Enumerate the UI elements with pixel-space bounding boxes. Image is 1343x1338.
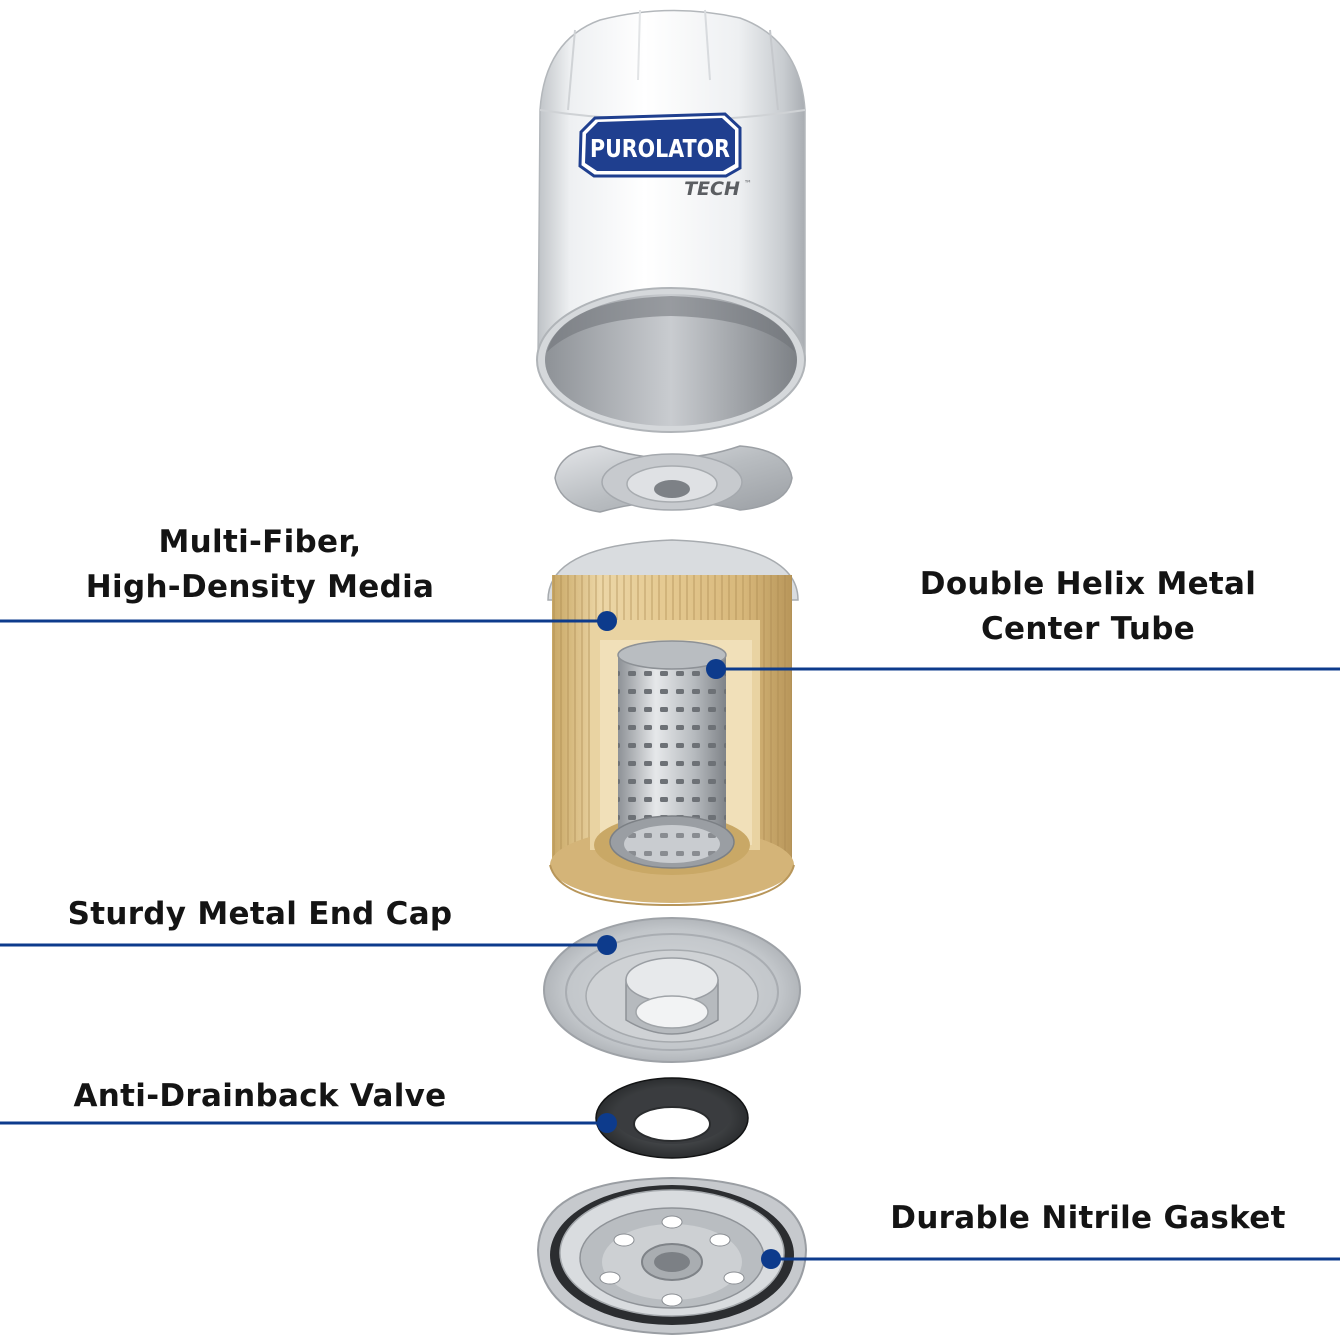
callout-valve — [0, 1113, 617, 1133]
brand-sub: TECH — [684, 178, 740, 200]
label-media-line1: Multi-Fiber, — [158, 524, 362, 560]
label-tube-line1: Double Helix Metal — [919, 566, 1257, 602]
callout-dot-valve — [597, 1113, 617, 1133]
label-tube-line2: Center Tube — [980, 611, 1196, 647]
callout-dot-media — [597, 611, 617, 631]
brand-name: PUROLATOR — [590, 134, 730, 163]
callout-gasket — [761, 1249, 1340, 1269]
label-multi-fiber-media: Multi-Fiber, High-Density Media — [60, 520, 460, 610]
label-metal-end-cap: Sturdy Metal End Cap — [67, 896, 453, 932]
base-plate-gasket — [536, 1176, 808, 1336]
brand-trademark: ™ — [744, 179, 752, 188]
label-media-line2: High-Density Media — [85, 569, 435, 605]
anti-drainback-valve — [595, 1077, 749, 1159]
purolator-logo: PUROLATOR TECH ™ — [578, 112, 752, 200]
label-nitrile-gasket: Durable Nitrile Gasket — [890, 1200, 1286, 1236]
metal-end-cap — [543, 917, 801, 1063]
label-center-tube: Double Helix Metal Center Tube — [888, 562, 1288, 652]
callout-endcap — [0, 935, 617, 955]
callout-media — [0, 611, 617, 631]
callout-dot-tube — [706, 659, 726, 679]
callout-dot-gasket — [761, 1249, 781, 1269]
spring-plate — [554, 445, 793, 513]
filter-media-element — [547, 539, 799, 907]
callout-dot-endcap — [597, 935, 617, 955]
callout-tube — [706, 659, 1340, 679]
filter-canister — [536, 9, 806, 433]
label-anti-drainback-valve: Anti-Drainback Valve — [73, 1078, 447, 1114]
